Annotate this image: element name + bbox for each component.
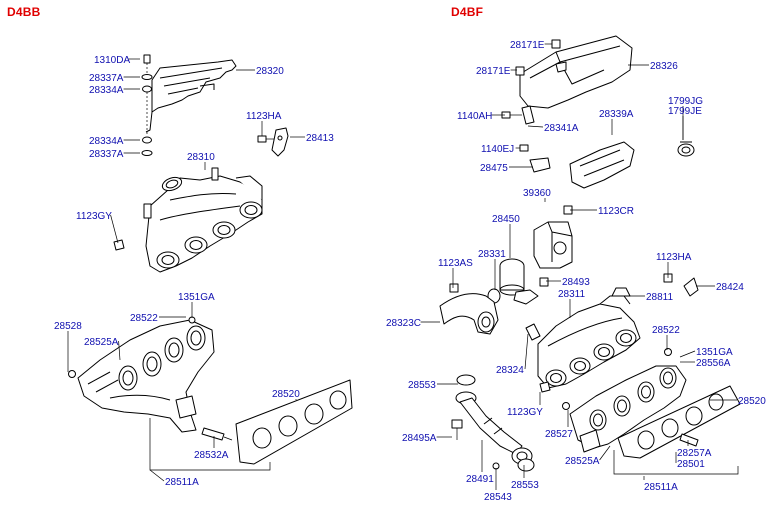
- part-label-43: 28553: [408, 380, 436, 391]
- leader-line-42: [524, 333, 529, 370]
- part-label-36: 28311: [558, 289, 586, 300]
- gasket-28520-left: [235, 379, 353, 465]
- bolt-1123gy-left: [113, 239, 125, 251]
- part-label-4: 28320: [256, 66, 284, 77]
- part-label-23: 28339A: [599, 109, 634, 120]
- part-label-7: 28334A: [89, 136, 124, 147]
- part-label-15: 28520: [272, 389, 300, 400]
- part-label-10: 1123GY: [76, 211, 112, 222]
- part-labels: 1310DA28337A28334A283201123HA2841328334A…: [54, 40, 766, 503]
- part-label-25: 1799JE: [668, 106, 702, 117]
- leader-line-14: [118, 340, 121, 361]
- part-label-42: 28324: [496, 365, 524, 376]
- engine-variant-d4bb-header: D4BB: [7, 5, 41, 19]
- part-label-22: 28341A: [544, 123, 579, 134]
- intake-manifold-28311: [537, 287, 641, 389]
- part-label-30: 28450: [492, 214, 520, 225]
- part-label-14: 28525A: [84, 337, 119, 348]
- part-label-50: 28501: [677, 459, 705, 470]
- egr-part-28450: [499, 258, 549, 305]
- intake-manifold-28310: [143, 167, 263, 273]
- part-label-2: 28337A: [89, 73, 124, 84]
- leader-line-10: [110, 214, 119, 244]
- part-label-27: 28475: [480, 163, 508, 174]
- part-label-44: 1123GY: [507, 407, 543, 418]
- bolt-28495a: [451, 419, 463, 440]
- part-label-17: 28511A: [165, 477, 199, 488]
- downpipe-28491: [455, 374, 533, 465]
- bolt-1123gy-right: [539, 381, 551, 393]
- leader-line-17: [149, 469, 165, 482]
- part-label-20: 28171E: [476, 66, 511, 77]
- part-label-49: 28257A: [677, 448, 712, 459]
- part-label-29: 1123CR: [598, 206, 634, 217]
- part-label-24: 1799JG: [668, 96, 703, 107]
- bracket-28341a: [501, 105, 535, 125]
- part-label-52: 28553: [511, 480, 539, 491]
- assembly-bracket-28511a-left: [149, 418, 271, 471]
- part-label-45: 28520: [738, 396, 766, 407]
- part-label-26: 1140EJ: [481, 144, 514, 155]
- egr-valve-39360: [533, 205, 573, 269]
- hose-clip-1799jg: [677, 141, 695, 157]
- part-label-46: 28527: [545, 429, 573, 440]
- part-label-51: 28491: [466, 474, 494, 485]
- part-label-33: 28493: [562, 277, 590, 288]
- bolts-28171e: [515, 39, 561, 76]
- part-label-41: 28556A: [696, 358, 731, 369]
- stud-28257a: [679, 433, 699, 447]
- engine-variant-d4bf-header: D4BF: [451, 5, 484, 19]
- part-label-35: 28424: [716, 282, 744, 293]
- part-label-34: 1123HA: [656, 252, 692, 263]
- part-label-8: 28337A: [89, 149, 124, 160]
- part-label-13: 28528: [54, 321, 82, 332]
- leader-line-22: [527, 125, 544, 128]
- part-label-38: 28323C: [386, 318, 421, 329]
- assembly-bracket-28511a-right: [613, 450, 739, 475]
- gasket-28324: [525, 323, 541, 341]
- part-label-12: 28522: [130, 313, 158, 324]
- stud-28532a: [201, 427, 233, 441]
- gasket-28520-right: [617, 385, 741, 459]
- part-label-5: 1123HA: [246, 111, 282, 122]
- heat-protector-28320: [145, 59, 237, 133]
- heat-shield-28339a: [569, 141, 635, 189]
- gasket-28553-lower: [517, 458, 535, 472]
- leader-line-48: [599, 445, 611, 461]
- part-label-40: 1351GA: [696, 347, 733, 358]
- part-label-39: 28522: [652, 325, 680, 336]
- heat-cover-28326: [519, 35, 633, 109]
- part-label-54: 28511A: [644, 482, 678, 493]
- part-label-48: 28525A: [565, 456, 600, 467]
- part-label-47: 28495A: [402, 433, 437, 444]
- part-label-6: 28413: [306, 133, 334, 144]
- part-label-28: 39360: [523, 188, 551, 199]
- part-label-18: 28171E: [510, 40, 545, 51]
- exhaust-manifold-left: [68, 316, 215, 433]
- pipe-28323c: [439, 283, 499, 335]
- part-label-19: 28326: [650, 61, 678, 72]
- part-label-37: 28811: [646, 292, 674, 303]
- part-label-16: 28532A: [194, 450, 229, 461]
- part-label-32: 1123AS: [438, 258, 473, 269]
- bracket-28475: [519, 144, 551, 173]
- leader-line-40: [679, 350, 696, 358]
- part-label-9: 28310: [187, 152, 215, 163]
- part-label-31: 28331: [478, 249, 506, 260]
- bracket-28413: [257, 127, 289, 157]
- leader-lines: [67, 43, 737, 490]
- part-label-3: 28334A: [89, 85, 124, 96]
- part-label-21: 1140AH: [457, 111, 492, 122]
- part-label-53: 28543: [484, 492, 512, 503]
- part-label-11: 1351GA: [178, 292, 215, 303]
- exhaust-manifold-right: [562, 348, 687, 453]
- part-label-1: 1310DA: [94, 55, 130, 66]
- washers-left-stack: [141, 54, 153, 156]
